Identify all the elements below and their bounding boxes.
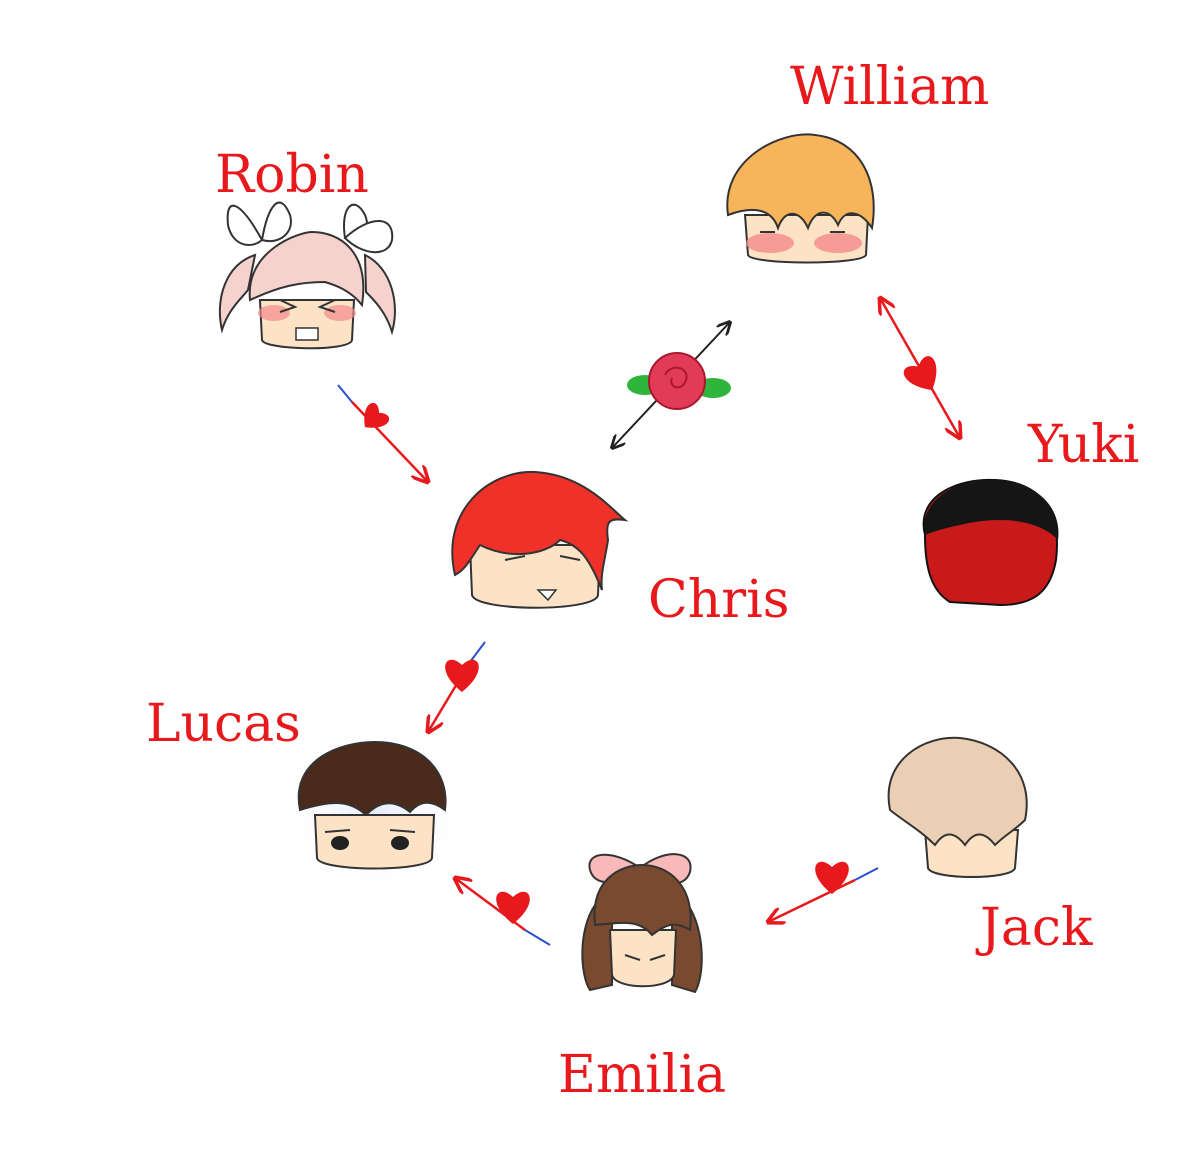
heart-icon [496, 891, 530, 924]
relation-emilia-lucas [455, 878, 551, 946]
chris-head-icon [451, 470, 629, 609]
heart-icon [445, 659, 479, 692]
relation-chris-william [612, 322, 731, 448]
label-yuki: Yuki [1027, 415, 1139, 475]
william-head-icon [726, 133, 875, 264]
emilia-head-icon [581, 853, 703, 994]
relation-chris-lucas [428, 641, 486, 732]
jack-head-icon [887, 736, 1028, 878]
label-chris: Chris [648, 570, 789, 630]
label-william: William [790, 57, 989, 117]
label-jack: Jack [975, 898, 1093, 958]
label-lucas: Lucas [146, 694, 301, 754]
relation-jack-emilia [768, 861, 879, 922]
relation-robin-chris [337, 384, 428, 482]
lucas-head-icon [275, 720, 475, 900]
relation-william-yuki [880, 298, 960, 438]
robin-head-icon [218, 201, 396, 350]
label-emilia: Emilia [558, 1045, 726, 1105]
label-robin: Robin [215, 145, 369, 205]
yuki-head-icon [922, 478, 1059, 607]
heart-icon [903, 356, 937, 391]
rose-icon [648, 352, 706, 410]
heart-icon [815, 861, 849, 894]
heart-icon [364, 402, 390, 428]
